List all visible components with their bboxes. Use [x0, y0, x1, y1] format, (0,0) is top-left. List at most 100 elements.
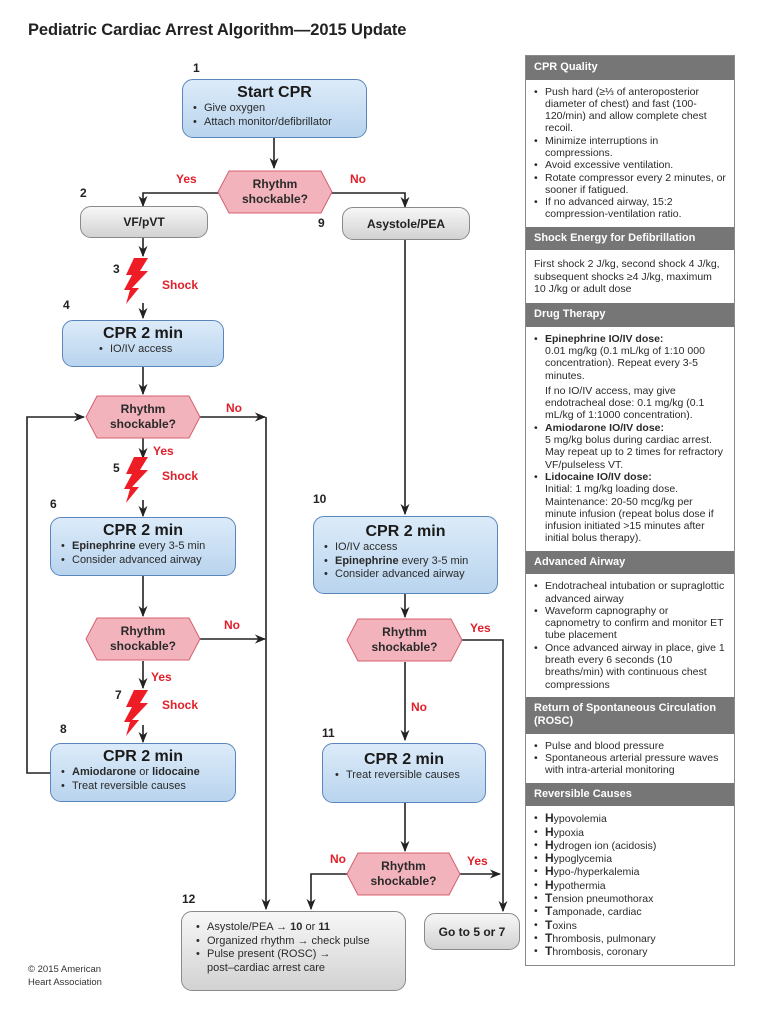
reversible-cause-item: Tension pneumothorax [534, 892, 726, 905]
cpr-quality-body: Push hard (≥⅓ of anteroposterior diamete… [526, 80, 734, 227]
start-cpr-item: Attach monitor/defibrillator [193, 116, 366, 130]
reversible-cause-item: Tamponade, cardiac [534, 905, 726, 918]
cpr-box-4: CPR 2 min IO/IV access [62, 320, 224, 367]
cpr-quality-item: Push hard (≥⅓ of anteroposterior diamete… [534, 86, 726, 135]
cpr-box-item: Consider advanced airway [324, 568, 497, 582]
rosc-body: Pulse and blood pressure Spontaneous art… [526, 734, 734, 783]
decision-label-line1: Rhythm [382, 625, 427, 639]
step-number-10: 10 [313, 492, 327, 506]
asystole-pea-box: Asystole/PEA [342, 207, 470, 240]
drug-title: Epinephrine IO/IV dose: [545, 332, 664, 345]
reversible-cause-item: Toxins [534, 917, 726, 932]
shock-bolt-icon [124, 690, 148, 736]
reference-sidebar: CPR Quality Push hard (≥⅓ of anteroposte… [525, 55, 735, 966]
drug-alt-dose: If no IO/IV access, may give endotrachea… [545, 384, 705, 422]
no-label: No [330, 852, 346, 866]
cause-text: ydrogen ion (acidosis) [553, 839, 657, 852]
drug-therapy-body: Epinephrine IO/IV dose: 0.01 mg/kg (0.1 … [526, 327, 734, 551]
step-number-1: 1 [193, 61, 200, 75]
step-number-5: 5 [113, 461, 120, 475]
cpr-box-title: CPR 2 min [102, 522, 183, 539]
drug-therapy-header: Drug Therapy [526, 303, 734, 327]
outcome-item: Asystole/PEA → 10 or 11 [196, 921, 405, 935]
reversible-cause-item: Hypovolemia [534, 812, 726, 825]
reversible-causes-list: HypovolemiaHypoxiaHydrogen ion (acidosis… [534, 812, 726, 958]
step-number-3: 3 [113, 262, 120, 276]
no-label: No [411, 700, 427, 714]
rosc-item: Spontaneous arterial pressure waves with… [534, 752, 726, 777]
outcome-text: post–cardiac arrest care [207, 961, 325, 974]
cause-initial: T [545, 891, 553, 906]
step-number-9: 9 [318, 216, 325, 230]
cause-initial: H [545, 864, 554, 879]
cpr-box-item: Epinephrine every 3-5 min [61, 540, 235, 554]
step-number-12: 12 [182, 892, 196, 906]
yes-label: Yes [151, 670, 172, 684]
decision-label-line2: shockable? [109, 639, 177, 653]
arrow-no-to-asystole [330, 192, 410, 209]
cpr-box-item: Consider advanced airway [61, 554, 235, 568]
cause-text: amponade, cardiac [552, 906, 642, 919]
decision-label-line2: shockable? [370, 874, 437, 888]
cause-initial: H [545, 811, 554, 826]
copyright-line: Heart Association [28, 977, 102, 988]
copyright-line: © 2015 American [28, 964, 102, 975]
cause-initial: H [545, 824, 554, 839]
cause-text: ension pneumothorax [552, 893, 654, 906]
drug-dose: Initial: 1 mg/kg loading dose. Maintenan… [545, 483, 714, 545]
drug-frequency: every 3-5 min [135, 540, 206, 552]
no-label: No [226, 401, 242, 415]
cause-initial: T [545, 904, 553, 919]
cause-text: ypo-/hyperkalemia [553, 866, 640, 879]
decision-label-line2: shockable? [371, 640, 438, 654]
shock-energy-header: Shock Energy for Defibrillation [526, 226, 734, 251]
arrow-decision5-no [306, 873, 347, 911]
shock-energy-body: First shock 2 J/kg, second shock 4 J/kg,… [534, 258, 720, 295]
cause-initial: T [545, 917, 553, 932]
step-ref: 11 [318, 921, 330, 933]
reversible-cause-item: Hypoglycemia [534, 852, 726, 865]
cpr-quality-item: Rotate compressor every 2 minutes, or so… [534, 172, 726, 197]
shock-label: Shock [162, 278, 199, 292]
advanced-airway-header: Advanced Airway [526, 550, 734, 575]
cpr-box-item: Epinephrine every 3-5 min [324, 555, 497, 569]
yes-label: Yes [470, 621, 491, 635]
reversible-causes-header: Reversible Causes [526, 782, 734, 807]
reversible-cause-item: Thrombosis, pulmonary [534, 932, 726, 945]
cpr-box-11: CPR 2 min Treat reversible causes [322, 743, 486, 803]
shock-label: Shock [162, 698, 199, 712]
cause-text: ypoglycemia [553, 853, 613, 866]
reversible-cause-item: Thrombosis, coronary [534, 945, 726, 958]
cause-initial: T [545, 944, 553, 959]
start-cpr-item: Give oxygen [193, 102, 366, 116]
rosc-header: Return of Spontaneous Circulation (ROSC) [526, 696, 734, 734]
cpr-box-10: CPR 2 min IO/IV access Epinephrine every… [313, 516, 498, 594]
reversible-cause-item: Hypoxia [534, 824, 726, 839]
airway-item: Waveform capnography or capnometry to co… [534, 605, 726, 642]
connector-text: or [136, 766, 153, 778]
arrow-loop-to-decision [26, 412, 86, 774]
cause-initial: H [545, 837, 554, 852]
reversible-cause-item: Hypothermia [534, 879, 726, 892]
cpr-box-item: IO/IV access [324, 541, 497, 555]
decision-label-line2: shockable? [241, 192, 309, 206]
decision-label-line1: Rhythm [252, 177, 298, 191]
cpr-quality-item: If no advanced airway, 15:2 compression-… [534, 196, 726, 221]
cause-initial: T [545, 930, 553, 945]
no-label: No [224, 618, 240, 632]
vf-pvt-box: VF/pVT [80, 206, 208, 238]
cause-initial: H [545, 877, 554, 892]
cpr-box-title: CPR 2 min [365, 523, 446, 540]
drug-name: Epinephrine [335, 554, 399, 567]
decision-label-line1: Rhythm [120, 402, 166, 416]
cpr-box-item: IO/IV access [99, 343, 223, 357]
cpr-box-item: Treat reversible causes [61, 780, 235, 794]
reversible-cause-item: Hydrogen ion (acidosis) [534, 839, 726, 852]
shock-bolt-icon [124, 258, 148, 304]
step-ref: 10 [290, 921, 303, 933]
drug-item: Amiodarone IO/IV dose: 5 mg/kg bolus dur… [534, 422, 726, 471]
